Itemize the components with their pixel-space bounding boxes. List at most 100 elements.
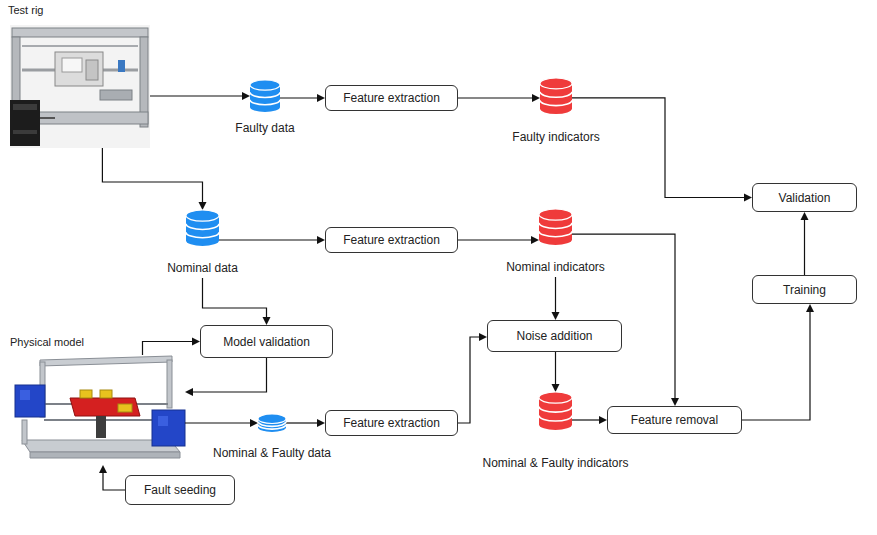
node-label: Model validation [223, 335, 310, 349]
flow-arrow [185, 358, 267, 396]
database-node: Nominal indicators [539, 209, 572, 245]
connector-line [203, 278, 267, 318]
process-box: Validation [752, 183, 857, 212]
node-label: Noise addition [516, 329, 592, 343]
connector-line [572, 419, 600, 420]
node-label: Fault seeding [144, 483, 216, 497]
arrow-head [99, 465, 107, 473]
node-label: Nominal & Faulty indicators [482, 456, 628, 470]
flow-arrow [185, 419, 258, 427]
arrow-head [185, 388, 193, 396]
node-label: Feature extraction [343, 233, 440, 247]
connector-line [185, 422, 251, 423]
database-icon [186, 210, 219, 246]
connector-line [458, 239, 532, 240]
test-rig-photo-part [13, 130, 37, 134]
database-top [250, 80, 280, 90]
process-box: Noise addition [487, 320, 622, 352]
database-node: Faulty indicators [540, 78, 572, 114]
database-top [540, 78, 572, 89]
test-rig-photo-part [118, 60, 125, 72]
physical-model-cad-part [96, 416, 106, 438]
picture-node: Test rig [10, 25, 150, 148]
flow-arrow [143, 338, 201, 356]
test-rig-photo-part [55, 52, 103, 86]
flow-arrow [552, 277, 560, 320]
arrow-head [671, 398, 679, 406]
process-box: Training [752, 275, 857, 304]
process-box: Fault seeding [125, 475, 235, 505]
flow-arrow [552, 352, 560, 392]
database-stripe [186, 232, 219, 238]
database-icon [258, 414, 286, 432]
flow-arrow [458, 94, 540, 102]
flow-arrow [203, 278, 271, 325]
database-node: Nominal & Faulty indicators [539, 392, 572, 430]
flow-arrow [219, 236, 325, 244]
connector-line [219, 239, 318, 240]
database-stripe [539, 223, 572, 229]
database-icon [539, 209, 572, 245]
flow-arrow [280, 94, 325, 102]
database-caption: Faulty indicators [512, 130, 599, 144]
arrow-head [531, 236, 539, 244]
arrow-head [479, 333, 487, 341]
node-label: Feature extraction [343, 91, 440, 105]
test-rig-photo-part [12, 28, 148, 37]
node-label: Faulty indicators [512, 130, 599, 144]
arrow-head [744, 194, 752, 202]
connector-line [192, 358, 267, 392]
database-icon [540, 78, 572, 114]
arrow-head [552, 384, 560, 392]
database-node: Faulty data [250, 80, 280, 112]
node-label: Training [783, 283, 826, 297]
arrow-head [532, 94, 540, 102]
physical-model-cad [15, 356, 185, 458]
connector-line [458, 97, 533, 98]
database-icon [250, 80, 280, 112]
node-label: Faulty data [235, 121, 294, 135]
flow-arrow [286, 419, 325, 427]
arrow-head [250, 419, 258, 427]
test-rig-photo-part [62, 58, 82, 72]
test-rig-photo [10, 25, 150, 148]
flow-arrow [801, 212, 809, 275]
connector-line [742, 311, 810, 420]
connector-line [102, 148, 202, 203]
database-caption: Nominal & Faulty data [213, 446, 331, 460]
test-rig-photo-part [10, 100, 40, 146]
arrow-head [317, 236, 325, 244]
connector-line [572, 98, 745, 198]
database-top [258, 414, 286, 424]
physical-model-cad-part [167, 360, 172, 408]
process-box: Feature removal [607, 406, 742, 434]
flow-arrow [102, 148, 206, 210]
connector-line [555, 277, 556, 313]
process-box: Feature extraction [325, 410, 458, 436]
connector-line [555, 352, 556, 385]
database-stripe [539, 407, 572, 413]
flow-arrow [572, 416, 607, 424]
database-node: Nominal data [186, 210, 219, 246]
flow-arrow [150, 92, 250, 100]
database-stripe [250, 92, 280, 97]
physical-model-cad-part [152, 410, 185, 446]
process-box: Feature extraction [325, 85, 458, 111]
test-rig-photo-part [100, 90, 132, 100]
connector-line [572, 234, 675, 399]
database-stripe [540, 100, 572, 105]
database-caption: Nominal & Faulty indicators [482, 456, 628, 470]
arrow-head [552, 312, 560, 320]
arrow-head [801, 212, 809, 220]
database-icon [539, 392, 572, 430]
physical-model-cad-part [22, 420, 27, 444]
connector-line [804, 219, 805, 275]
physical-model-cad-part [100, 390, 112, 398]
process-box: Model validation [200, 325, 333, 358]
database-caption: Nominal indicators [506, 260, 605, 274]
connector-line [103, 472, 125, 490]
physical-model-cad-part [15, 385, 45, 417]
physical-model-cad-part [158, 416, 168, 426]
